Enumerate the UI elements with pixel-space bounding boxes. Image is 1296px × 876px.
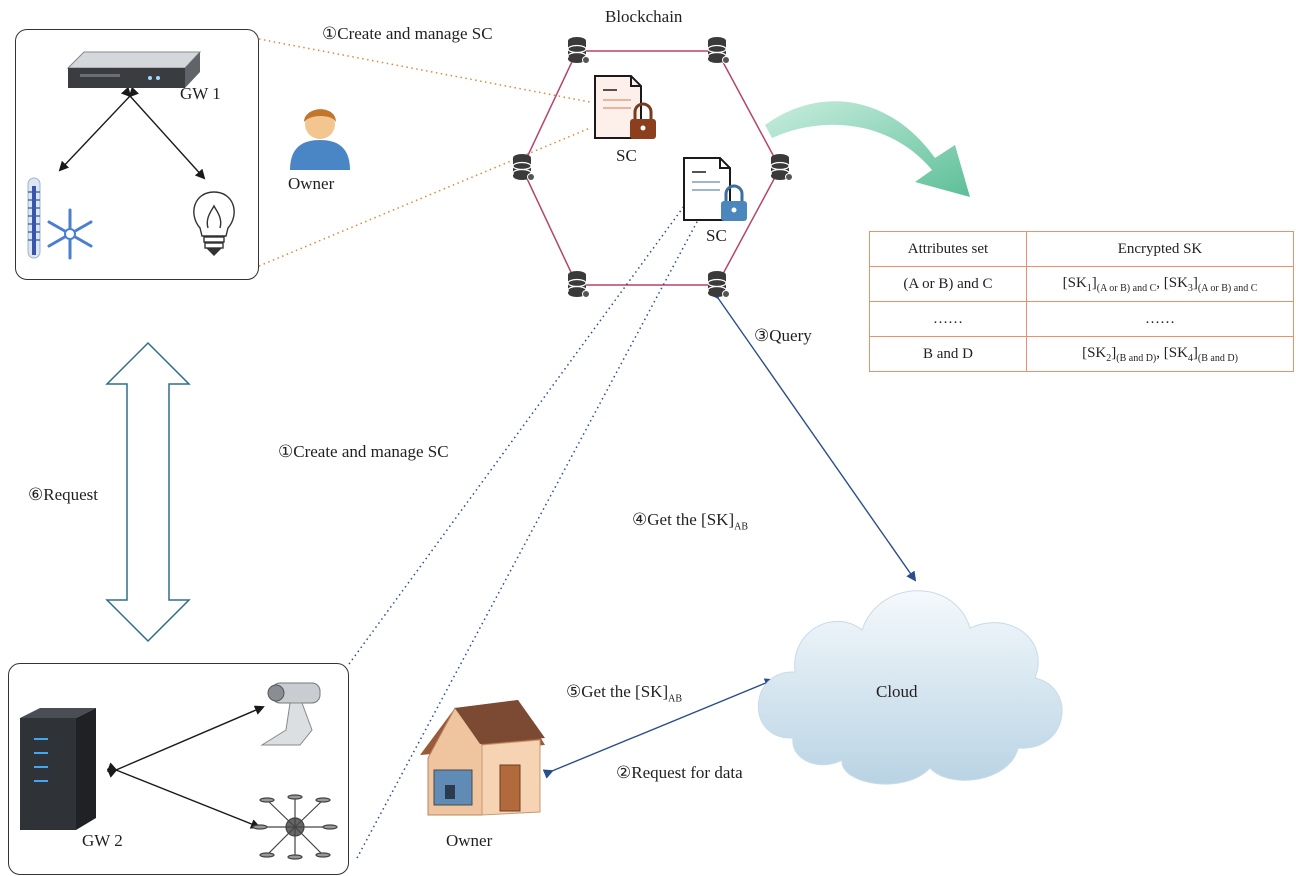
owner-person-icon [290, 109, 350, 170]
edge-create-mid-label: ①Create and manage SC [278, 442, 449, 461]
house-cloud-arrow [542, 678, 775, 779]
attributes-table: Attributes set Encrypted SK (A or B) and… [869, 231, 1294, 372]
gw1-create-line [258, 38, 591, 103]
blockchain-node-icon [567, 271, 590, 298]
owner-bottom-label: Owner [446, 831, 493, 850]
query-label: ③Query [754, 326, 812, 345]
table-cell-attr: (A or B) and C [869, 266, 1027, 302]
cloud-icon [757, 590, 1063, 785]
gw1-label: GW 1 [180, 84, 221, 103]
gw2-label: GW 2 [82, 831, 123, 850]
smart-contract-icon [594, 75, 656, 139]
table-row: (A or B) and C [SK1](A or B) and C, [SK3… [869, 266, 1294, 302]
table-header-cell: Attributes set [869, 231, 1027, 267]
gateway-router-icon [66, 51, 202, 88]
table-cell-attr: …… [869, 301, 1027, 337]
smart-contract-icon [683, 157, 747, 221]
drone-icon [252, 794, 338, 860]
query-arrow [709, 288, 917, 582]
owner-top-label: Owner [288, 174, 335, 193]
sc-label-2: SC [706, 226, 727, 245]
gw2-create-line-lower [356, 219, 699, 859]
get-sk-5-label: ⑤Get the [SK]AB [566, 682, 683, 705]
table-cell-sk: [SK2](B and D), [SK4](B and D) [1026, 336, 1294, 372]
table-header-cell: Encrypted SK [1026, 231, 1294, 267]
thermometer-snowflake-icon [27, 177, 93, 260]
blockchain-label: Blockchain [605, 7, 683, 26]
cloud-label: Cloud [876, 682, 918, 701]
edge-create-top-label: ①Create and manage SC [322, 24, 493, 43]
request-label: ⑥Request [28, 485, 99, 504]
blockchain-node-icon [707, 271, 730, 298]
blockchain-node-icon [707, 37, 730, 64]
sc-label-1: SC [616, 146, 637, 165]
green-curved-arrow [765, 101, 970, 197]
get-sk-4-label: ④Get the [SK]AB [632, 510, 749, 533]
table-cell-sk: [SK1](A or B) and C, [SK3](A or B) and C [1026, 266, 1294, 302]
table-header-row: Attributes set Encrypted SK [869, 231, 1294, 267]
table-cell-attr: B and D [869, 336, 1027, 372]
owner-house-icon [420, 700, 545, 816]
blockchain-node-icon [770, 154, 793, 181]
request-double-arrow [105, 341, 191, 643]
table-cell-sk: …… [1026, 301, 1294, 337]
blockchain-node-icon [512, 154, 535, 181]
table-row: B and D [SK2](B and D), [SK4](B and D) [869, 336, 1294, 372]
surveillance-camera-icon [260, 682, 321, 746]
blockchain-hexagon [521, 50, 781, 286]
lightbulb-icon [193, 191, 235, 256]
gw2-create-line [348, 197, 691, 665]
request-data-label: ②Request for data [616, 763, 743, 782]
table-row: …… …… [869, 301, 1294, 337]
blockchain-node-icon [567, 37, 590, 64]
server-tower-icon [20, 708, 96, 830]
